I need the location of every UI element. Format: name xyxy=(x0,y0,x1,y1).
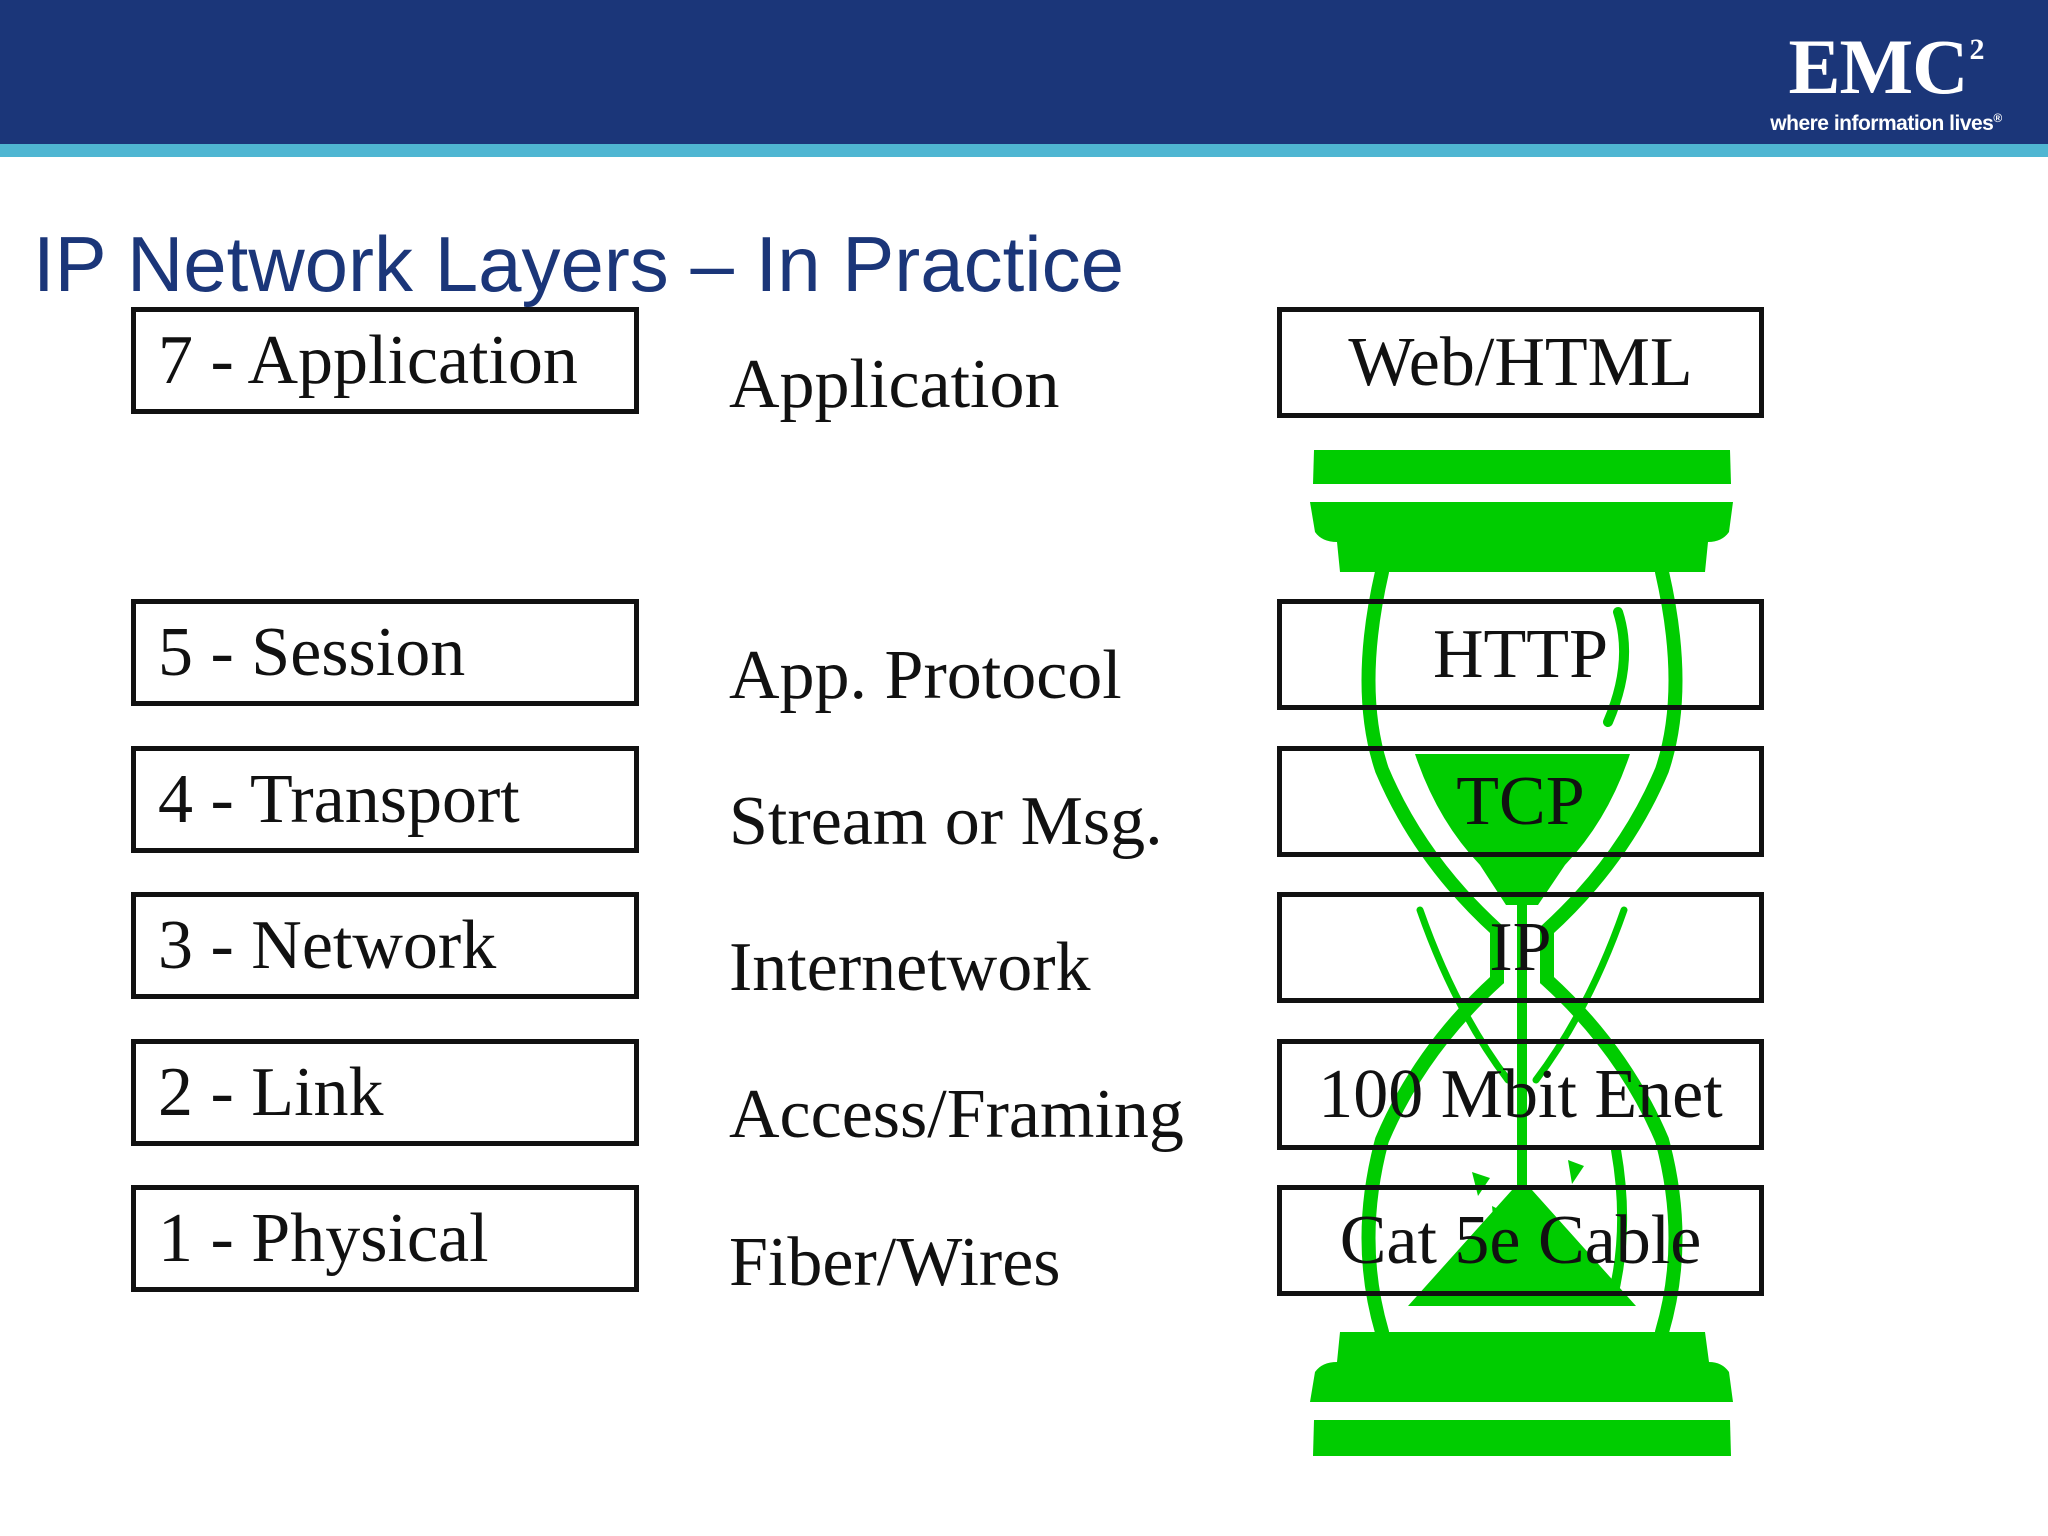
protocol-box-cat5e-cable: Cat 5e Cable xyxy=(1277,1185,1764,1296)
osi-layer-box-physical: 1 - Physical xyxy=(131,1185,639,1292)
desc-stream-or-msg: Stream or Msg. xyxy=(729,783,1163,860)
osi-layer-box-network: 3 - Network xyxy=(131,892,639,999)
desc-access-framing: Access/Framing xyxy=(729,1076,1184,1153)
desc-internetwork: Internetwork xyxy=(729,929,1091,1006)
protocol-box-web-html: Web/HTML xyxy=(1277,307,1764,418)
header-stripe xyxy=(0,144,2048,157)
emc-logo: EMC2 where information lives® xyxy=(1756,8,2016,135)
osi-layer-box-session: 5 - Session xyxy=(131,599,639,706)
desc-fiber-wires: Fiber/Wires xyxy=(729,1224,1061,1301)
page-title: IP Network Layers – In Practice xyxy=(33,220,1125,308)
header-bar xyxy=(0,0,2048,144)
osi-layer-box-link: 2 - Link xyxy=(131,1039,639,1146)
desc-app-protocol: App. Protocol xyxy=(729,637,1122,714)
protocol-box-ip: IP xyxy=(1277,892,1764,1003)
osi-layer-box-application: 7 - Application xyxy=(131,307,639,414)
desc-application: Application xyxy=(729,346,1060,423)
osi-layer-box-transport: 4 - Transport xyxy=(131,746,639,853)
protocol-box-100-mbit-enet: 100 Mbit Enet xyxy=(1277,1039,1764,1150)
protocol-box-tcp: TCP xyxy=(1277,746,1764,857)
logo-tagline: where information lives® xyxy=(1770,111,2002,135)
logo-mark: EMC2 xyxy=(1788,23,1985,110)
protocol-box-http: HTTP xyxy=(1277,599,1764,710)
